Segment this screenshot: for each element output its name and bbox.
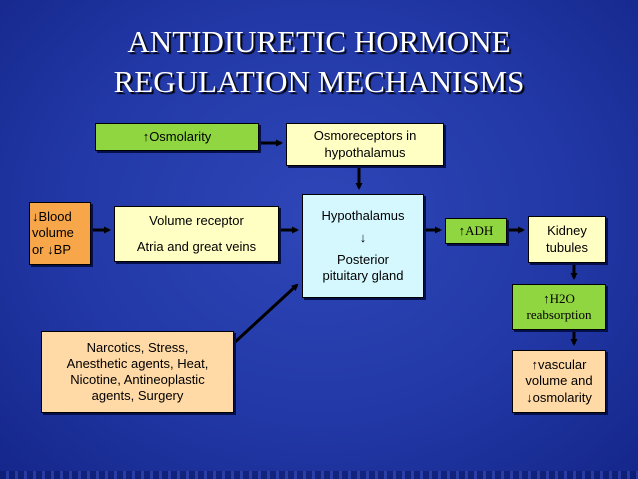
osmoreceptors-line-2: hypothalamus (324, 144, 406, 160)
title-line-1: ANTIDIURETIC HORMONE (127, 24, 511, 59)
title-line-2: REGULATION MECHANISMS (113, 64, 525, 99)
bottom-decorative-strip (0, 471, 638, 479)
h2o-line-2: reabsorption (526, 307, 592, 322)
volume-receptor-line-2: Atria and great veins (136, 238, 257, 254)
kidney-line-1: Kidney (547, 223, 587, 239)
volume-receptor-line-1: Volume receptor (149, 213, 244, 229)
hypothalamus-box: Hypothalamus ↓ Posterior pituitary gland (302, 194, 424, 298)
volume-receptor-box: Volume receptor Atria and great veins (114, 206, 279, 262)
h2o-line-1: ↑H2O (543, 290, 575, 306)
narcotics-box: Narcotics, Stress, Anesthetic agents, He… (41, 331, 234, 413)
osmoreceptors-line-1: Osmoreceptors in (313, 128, 417, 144)
vascular-line-2: volume and (525, 373, 593, 389)
osmoreceptors-box: Osmoreceptors in hypothalamus (286, 123, 444, 166)
adh-box: ↑ADH (445, 218, 507, 244)
narcotics-line-2: Anesthetic agents, Heat, (66, 355, 209, 371)
h2o-reabsorption-box: ↑H2O reabsorption (512, 284, 606, 330)
vascular-line-1: ↑vascular (531, 357, 587, 373)
osmolarity-box: ↑Osmolarity (95, 123, 259, 151)
narcotics-line-4: agents, Surgery (91, 388, 184, 404)
hypothalamus-down-arrow: ↓ (359, 229, 367, 245)
hypothalamus-line-1: Hypothalamus (321, 207, 405, 223)
narcotics-line-1: Narcotics, Stress, (86, 339, 189, 355)
hypothalamus-line-3: Posterior (336, 252, 390, 267)
vascular-volume-box: ↑vascular volume and ↓osmolarity (512, 350, 606, 413)
osmolarity-label: ↑Osmolarity (142, 128, 212, 144)
blood-volume-line-1: ↓Blood (32, 209, 72, 225)
blood-volume-box: ↓Blood volume or ↓BP (29, 202, 91, 265)
blood-volume-line-2: volume (32, 225, 74, 241)
arrow-narcotics-to-hypothalamus (232, 283, 299, 345)
hypothalamus-line-4: pituitary gland (322, 268, 404, 284)
adh-label: ↑ADH (458, 222, 494, 238)
narcotics-line-3: Nicotine, Antineoplastic (70, 372, 205, 387)
vascular-line-3: ↓osmolarity (526, 389, 592, 405)
kidney-line-2: tubules (546, 239, 588, 255)
blood-volume-line-3: or ↓BP (32, 241, 72, 257)
kidney-tubules-box: Kidney tubules (528, 216, 606, 263)
